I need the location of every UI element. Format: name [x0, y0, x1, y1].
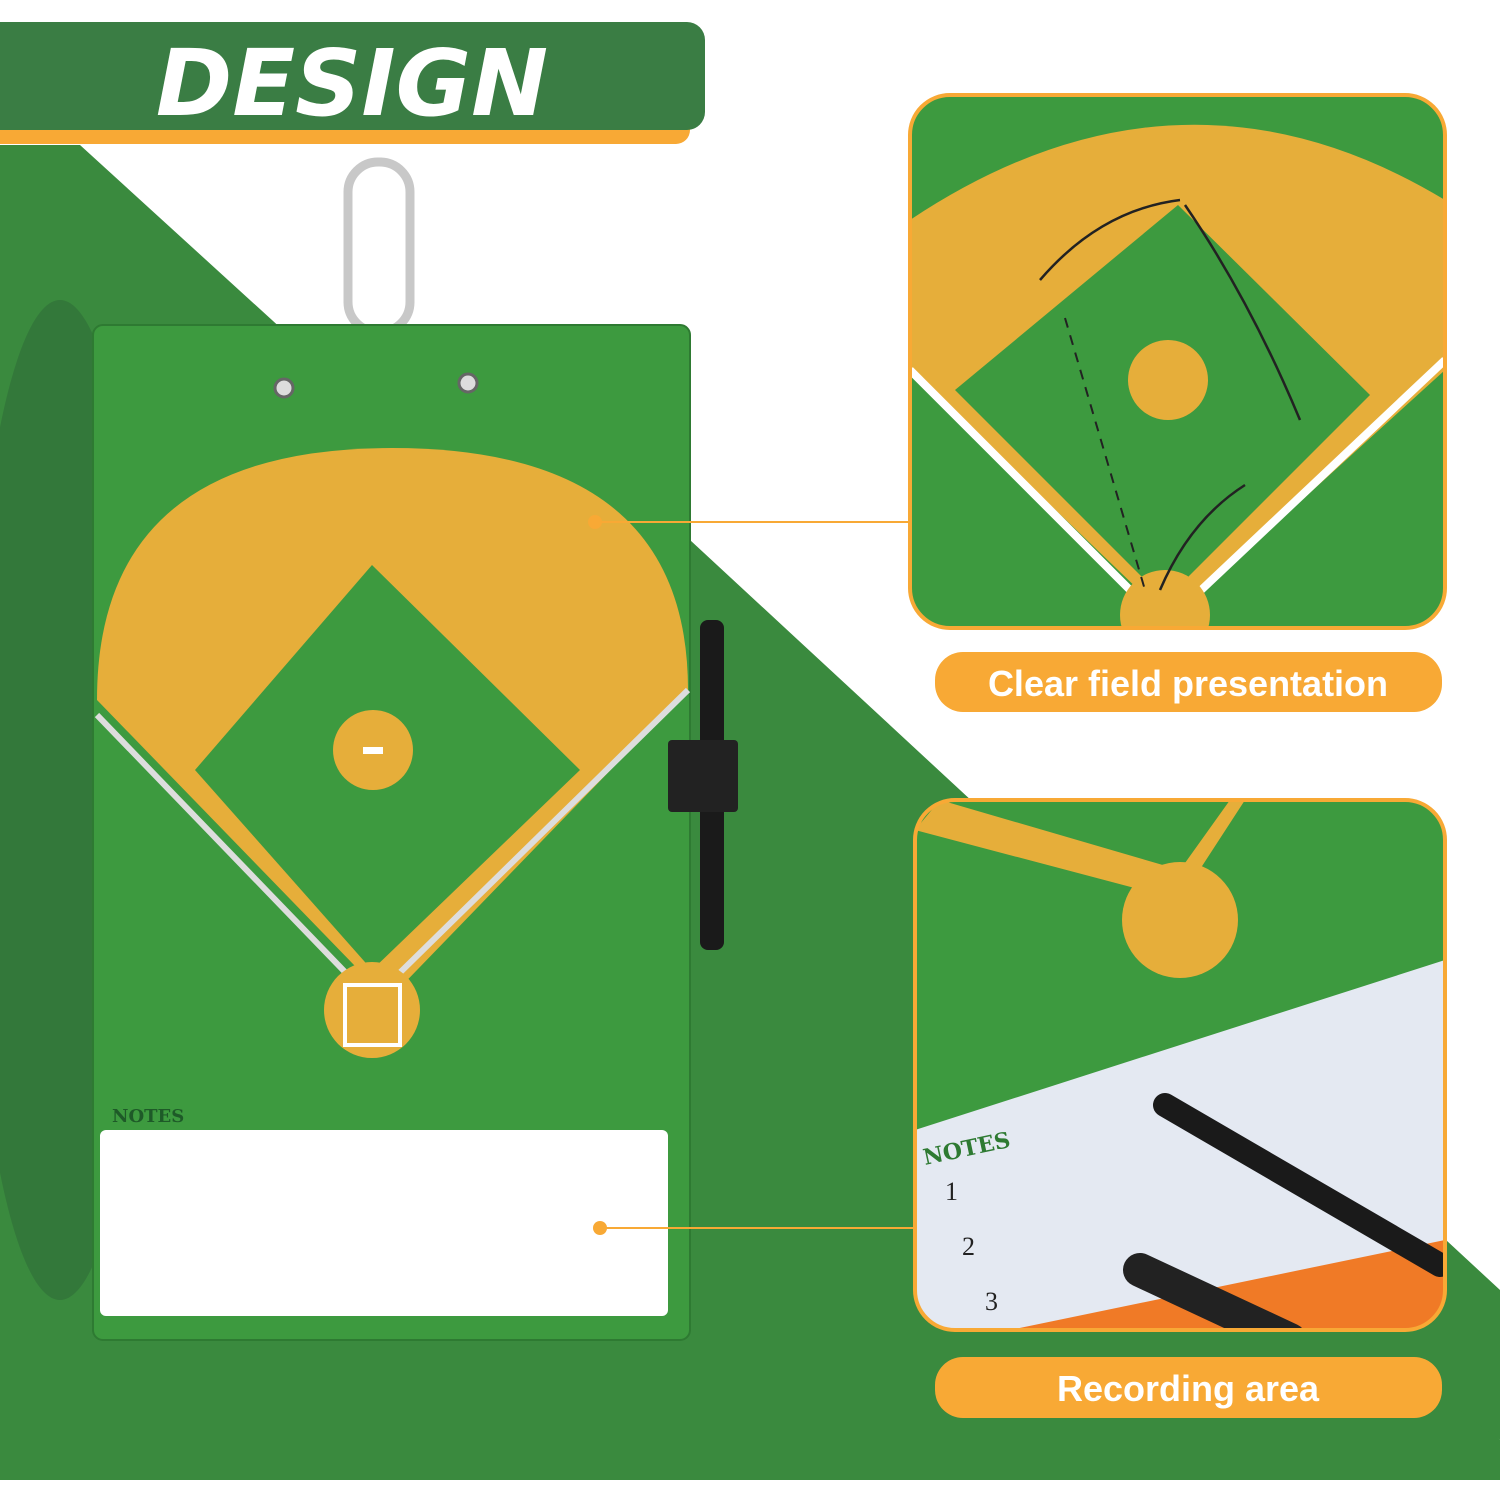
callout-field-closeup — [908, 93, 1447, 630]
list-mark: 3 — [985, 1287, 998, 1316]
clipboard: NOTES — [92, 324, 691, 1341]
carabiner-icon — [343, 157, 415, 337]
marker-pen — [1153, 1093, 1445, 1277]
header-bar — [0, 22, 705, 130]
callout-notes-closeup: NOTES 1 2 3 — [913, 798, 1447, 1332]
grommet-icon — [273, 377, 295, 399]
notes-label: NOTES — [112, 1106, 184, 1127]
list-mark: 2 — [962, 1232, 975, 1261]
notes-area — [100, 1130, 668, 1316]
pen-holder — [668, 740, 738, 812]
grommet-icon — [457, 372, 479, 394]
callout-label-pill — [935, 652, 1442, 712]
list-mark: 1 — [945, 1177, 958, 1206]
header-title: DESIGN — [156, 30, 548, 137]
callout-label: Recording area — [1057, 1368, 1320, 1409]
play-arrow-drawing — [1039, 198, 1302, 591]
callout-label: Clear field presentation — [988, 663, 1388, 704]
callout-label-pill — [935, 1357, 1442, 1418]
notes-area — [915, 960, 1445, 1330]
